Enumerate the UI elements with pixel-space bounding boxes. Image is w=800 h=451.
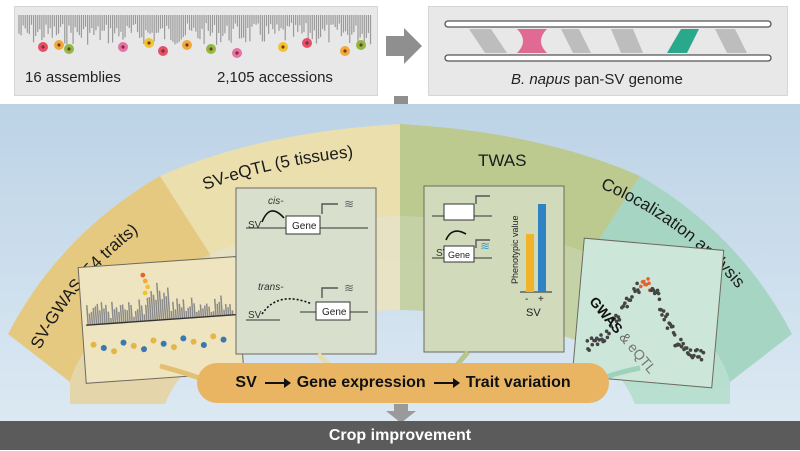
- twas-label: TWAS: [478, 151, 526, 170]
- plus-label: +: [538, 294, 544, 305]
- trans-label: trans-: [258, 282, 284, 293]
- footer-banner: Crop improvement: [0, 421, 800, 450]
- twas-axis-sv: SV: [526, 307, 541, 319]
- right-arrow-icon: [386, 26, 426, 66]
- pan-genome-chromosomes: [429, 7, 787, 67]
- minus-label: -: [525, 294, 528, 305]
- eqtl-diagram: cis- SV Gene ≋ trans- SV Gene ≋: [236, 188, 376, 354]
- gene-label-2: Gene: [322, 307, 347, 318]
- phenotype-axis-label: Phenotypic value: [510, 215, 520, 284]
- accessions-label: 2,105 accessions: [217, 69, 333, 86]
- svg-text:≋: ≋: [344, 197, 354, 211]
- cis-label: cis-: [268, 196, 284, 207]
- svg-text:≋: ≋: [480, 239, 490, 253]
- pan-genome-text: pan-SV genome: [570, 71, 683, 88]
- twas-diagram: SV Gene ≋ Phenotypic value - + SV: [424, 186, 564, 352]
- assembly-tree-icon: [15, 9, 377, 59]
- arrow-icon-2: [434, 382, 458, 384]
- flow-pill: SV Gene expression Trait variation: [197, 363, 609, 403]
- twas-gene-label: Gene: [448, 250, 470, 260]
- sv-label-1: SV: [248, 220, 262, 231]
- svg-text:≋: ≋: [344, 281, 354, 295]
- bar-plus: [538, 204, 546, 292]
- sv-label-2: SV: [248, 310, 262, 321]
- assemblies-label: 16 assemblies: [25, 69, 121, 86]
- pan-genome-label: B. napus pan-SV genome: [511, 71, 683, 88]
- species-name: B. napus: [511, 71, 570, 88]
- flow-trait-variation: Trait variation: [466, 374, 571, 392]
- assemblies-box: 16 assemblies 2,105 accessions: [14, 6, 378, 96]
- bar-minus: [526, 234, 534, 292]
- flow-gene-expression: Gene expression: [297, 374, 426, 392]
- pan-genome-box: B. napus pan-SV genome: [428, 6, 788, 96]
- gene-label-1: Gene: [292, 221, 317, 232]
- arrow-icon-1: [265, 382, 289, 384]
- flow-sv: SV: [235, 374, 256, 392]
